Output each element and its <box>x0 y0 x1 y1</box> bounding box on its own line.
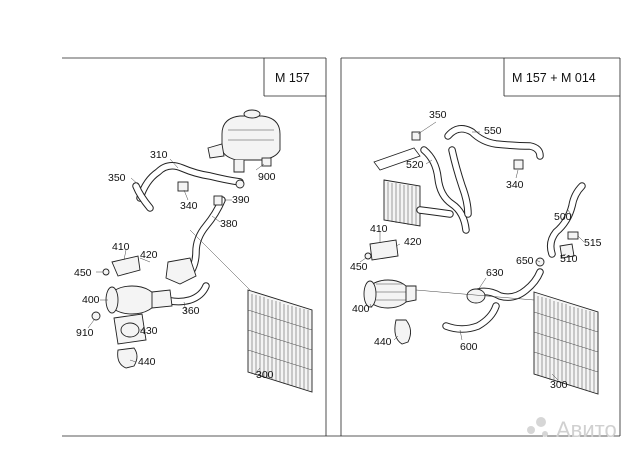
left-panel-drawing: 310 350 340 390 900 380 410 420 450 400 … <box>74 109 313 393</box>
right-panel-drawing: 350 550 520 340 500 410 420 515 650 510 … <box>350 109 602 395</box>
label-440: 440 <box>138 356 156 368</box>
watermark-text: Авито <box>556 417 617 442</box>
label-900: 900 <box>258 171 276 183</box>
label-310: 310 <box>150 149 168 161</box>
clamp-340-right <box>513 159 524 170</box>
pipe-630 <box>466 268 544 304</box>
label-410: 410 <box>112 241 130 253</box>
right-leader-lines <box>359 121 585 381</box>
hose-500 <box>546 182 586 258</box>
label-515: 515 <box>584 237 602 249</box>
heater-core <box>383 179 421 227</box>
diagram-frame <box>62 57 621 437</box>
radiator-300 <box>247 289 313 393</box>
right-part-labels: 350 550 520 340 500 410 420 515 650 510 … <box>350 109 602 391</box>
radiator-300-right <box>533 291 599 395</box>
watermark: Авито <box>527 417 617 442</box>
label-390: 390 <box>232 194 250 206</box>
clip-440 <box>117 347 138 369</box>
hose-550 <box>444 125 544 160</box>
watermark-dot-icon <box>527 426 535 434</box>
label-380: 380 <box>220 218 238 230</box>
bolt-450 <box>102 268 110 276</box>
expansion-tank <box>207 109 281 173</box>
cap-900 <box>261 157 272 167</box>
label-350-right: 350 <box>429 109 447 121</box>
water-pump-400 <box>105 285 173 315</box>
label-440-right: 440 <box>374 336 392 348</box>
label-400-right: 400 <box>352 303 370 315</box>
label-350: 350 <box>108 172 126 184</box>
hose-600 <box>442 302 500 333</box>
water-pump-400-right <box>363 279 417 309</box>
clamp-390 <box>213 195 223 206</box>
bracket-410 <box>111 255 141 277</box>
label-410-right: 410 <box>370 223 388 235</box>
left-leader-lines <box>87 158 265 376</box>
clamp-350-right <box>411 131 421 141</box>
clamp-390b <box>235 179 245 189</box>
clamp-340 <box>177 181 189 192</box>
label-600: 600 <box>460 341 478 353</box>
label-500: 500 <box>554 211 572 223</box>
label-510: 510 <box>560 253 578 265</box>
label-360: 360 <box>182 305 200 317</box>
label-420: 420 <box>140 249 158 261</box>
label-520: 520 <box>406 159 424 171</box>
left-part-labels: 310 350 340 390 900 380 410 420 450 400 … <box>74 149 276 381</box>
label-550: 550 <box>484 125 502 137</box>
hose-310 <box>136 162 244 202</box>
label-450-right: 450 <box>350 261 368 273</box>
hose-520 <box>420 146 472 234</box>
bolt-910 <box>91 311 101 321</box>
part-510 <box>559 243 575 259</box>
label-340-right: 340 <box>506 179 524 191</box>
part-515 <box>567 231 579 240</box>
label-450: 450 <box>74 267 92 279</box>
right-panel-title: M 157 + M 014 <box>512 71 596 85</box>
label-340: 340 <box>180 200 198 212</box>
label-630: 630 <box>486 267 504 279</box>
thermostat-housing <box>165 257 197 285</box>
label-400: 400 <box>82 294 100 306</box>
label-650: 650 <box>516 255 534 267</box>
bracket-410-right <box>369 239 399 261</box>
bracket-line <box>373 147 421 171</box>
bolt-450-right <box>364 252 372 260</box>
label-420-right: 420 <box>404 236 422 248</box>
left-panel-title: M 157 <box>275 71 310 85</box>
clip-440-right <box>394 319 411 345</box>
label-300: 300 <box>256 369 274 381</box>
label-910: 910 <box>76 327 94 339</box>
label-430: 430 <box>140 325 158 337</box>
label-300-right: 300 <box>550 379 568 391</box>
